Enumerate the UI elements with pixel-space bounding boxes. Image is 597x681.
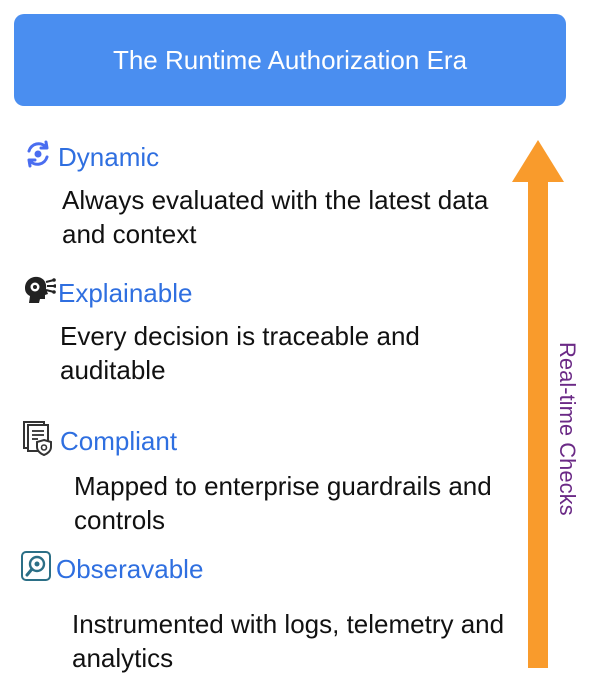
feature-description: Always evaluated with the latest data an… <box>62 185 489 249</box>
feature-description: Mapped to enterprise guardrails and cont… <box>74 471 492 535</box>
feature-title: Dynamic <box>58 141 160 172</box>
feature-explainable: Explainable Every decision is traceable … <box>20 274 500 387</box>
arrow-label: Real-time Checks <box>555 342 580 516</box>
refresh-cycle-icon <box>22 138 54 175</box>
feature-description: Instrumented with logs, telemetry and an… <box>72 609 505 673</box>
era-banner: The Runtime Authorization Era <box>14 14 566 106</box>
feature-description: Every decision is traceable and auditabl… <box>60 321 420 385</box>
feature-header: Dynamic <box>22 138 502 175</box>
feature-title: Obseravable <box>56 553 204 584</box>
feature-compliant: Compliant Mapped to enterprise guardrail… <box>22 420 514 537</box>
banner-title: The Runtime Authorization Era <box>112 44 468 75</box>
feature-title: Compliant <box>60 425 178 456</box>
feature-header: Obseravable <box>20 550 532 587</box>
feature-title: Explainable <box>58 277 193 308</box>
magnifier-icon <box>20 550 52 587</box>
feature-header: Explainable <box>20 274 500 311</box>
up-arrow <box>512 140 564 668</box>
ai-head-icon <box>20 274 57 311</box>
feature-header: Compliant <box>22 420 514 461</box>
feature-dynamic: Dynamic Always evaluated with the latest… <box>22 138 502 251</box>
document-shield-icon <box>22 420 54 461</box>
feature-observable: Obseravable Instrumented with logs, tele… <box>20 550 532 675</box>
